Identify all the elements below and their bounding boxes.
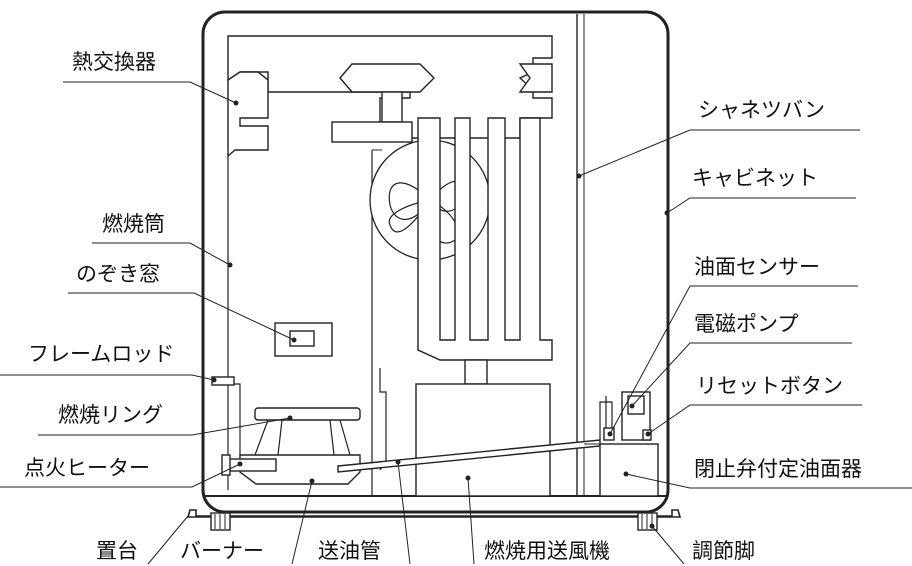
heat-exchanger-tubes <box>417 117 553 361</box>
label-oil-pipe: 送油管 <box>318 539 381 563</box>
label-combustion-ring: 燃焼リング <box>58 403 163 427</box>
leader-lines <box>0 81 912 565</box>
label-combustion-tube: 燃焼筒 <box>102 212 165 236</box>
label-constant-level-device: 閉止弁付定油面器 <box>694 457 862 481</box>
stand <box>186 509 682 518</box>
label-reset-button: リセットボタン <box>696 374 843 398</box>
label-shutter-plate: シャネツバン <box>698 98 826 122</box>
label-flame-rod: フレームロッド <box>28 342 175 366</box>
label-solenoid-pump: 電磁ポンプ <box>694 312 799 336</box>
label-peep-window: のぞき窓 <box>76 262 160 286</box>
heat-exchanger-hexagon <box>339 63 435 93</box>
combustion-ring <box>254 407 361 421</box>
label-burner: バーナー <box>180 539 264 563</box>
label-combustion-fan: 燃焼用送風機 <box>484 539 610 563</box>
label-igniter-heater: 点火ヒーター <box>24 456 150 480</box>
igniter-heater <box>223 458 277 472</box>
label-oil-level-sensor: 油面センサー <box>694 255 820 279</box>
label-stand: 置台 <box>96 539 138 563</box>
label-cabinet: キャビネット <box>692 166 818 190</box>
constant-level-device <box>599 443 659 497</box>
combustion-fan-box <box>415 383 551 497</box>
label-heat-exchanger: 熱交換器 <box>72 50 156 74</box>
label-adjuster-leg: 調節脚 <box>692 539 755 563</box>
